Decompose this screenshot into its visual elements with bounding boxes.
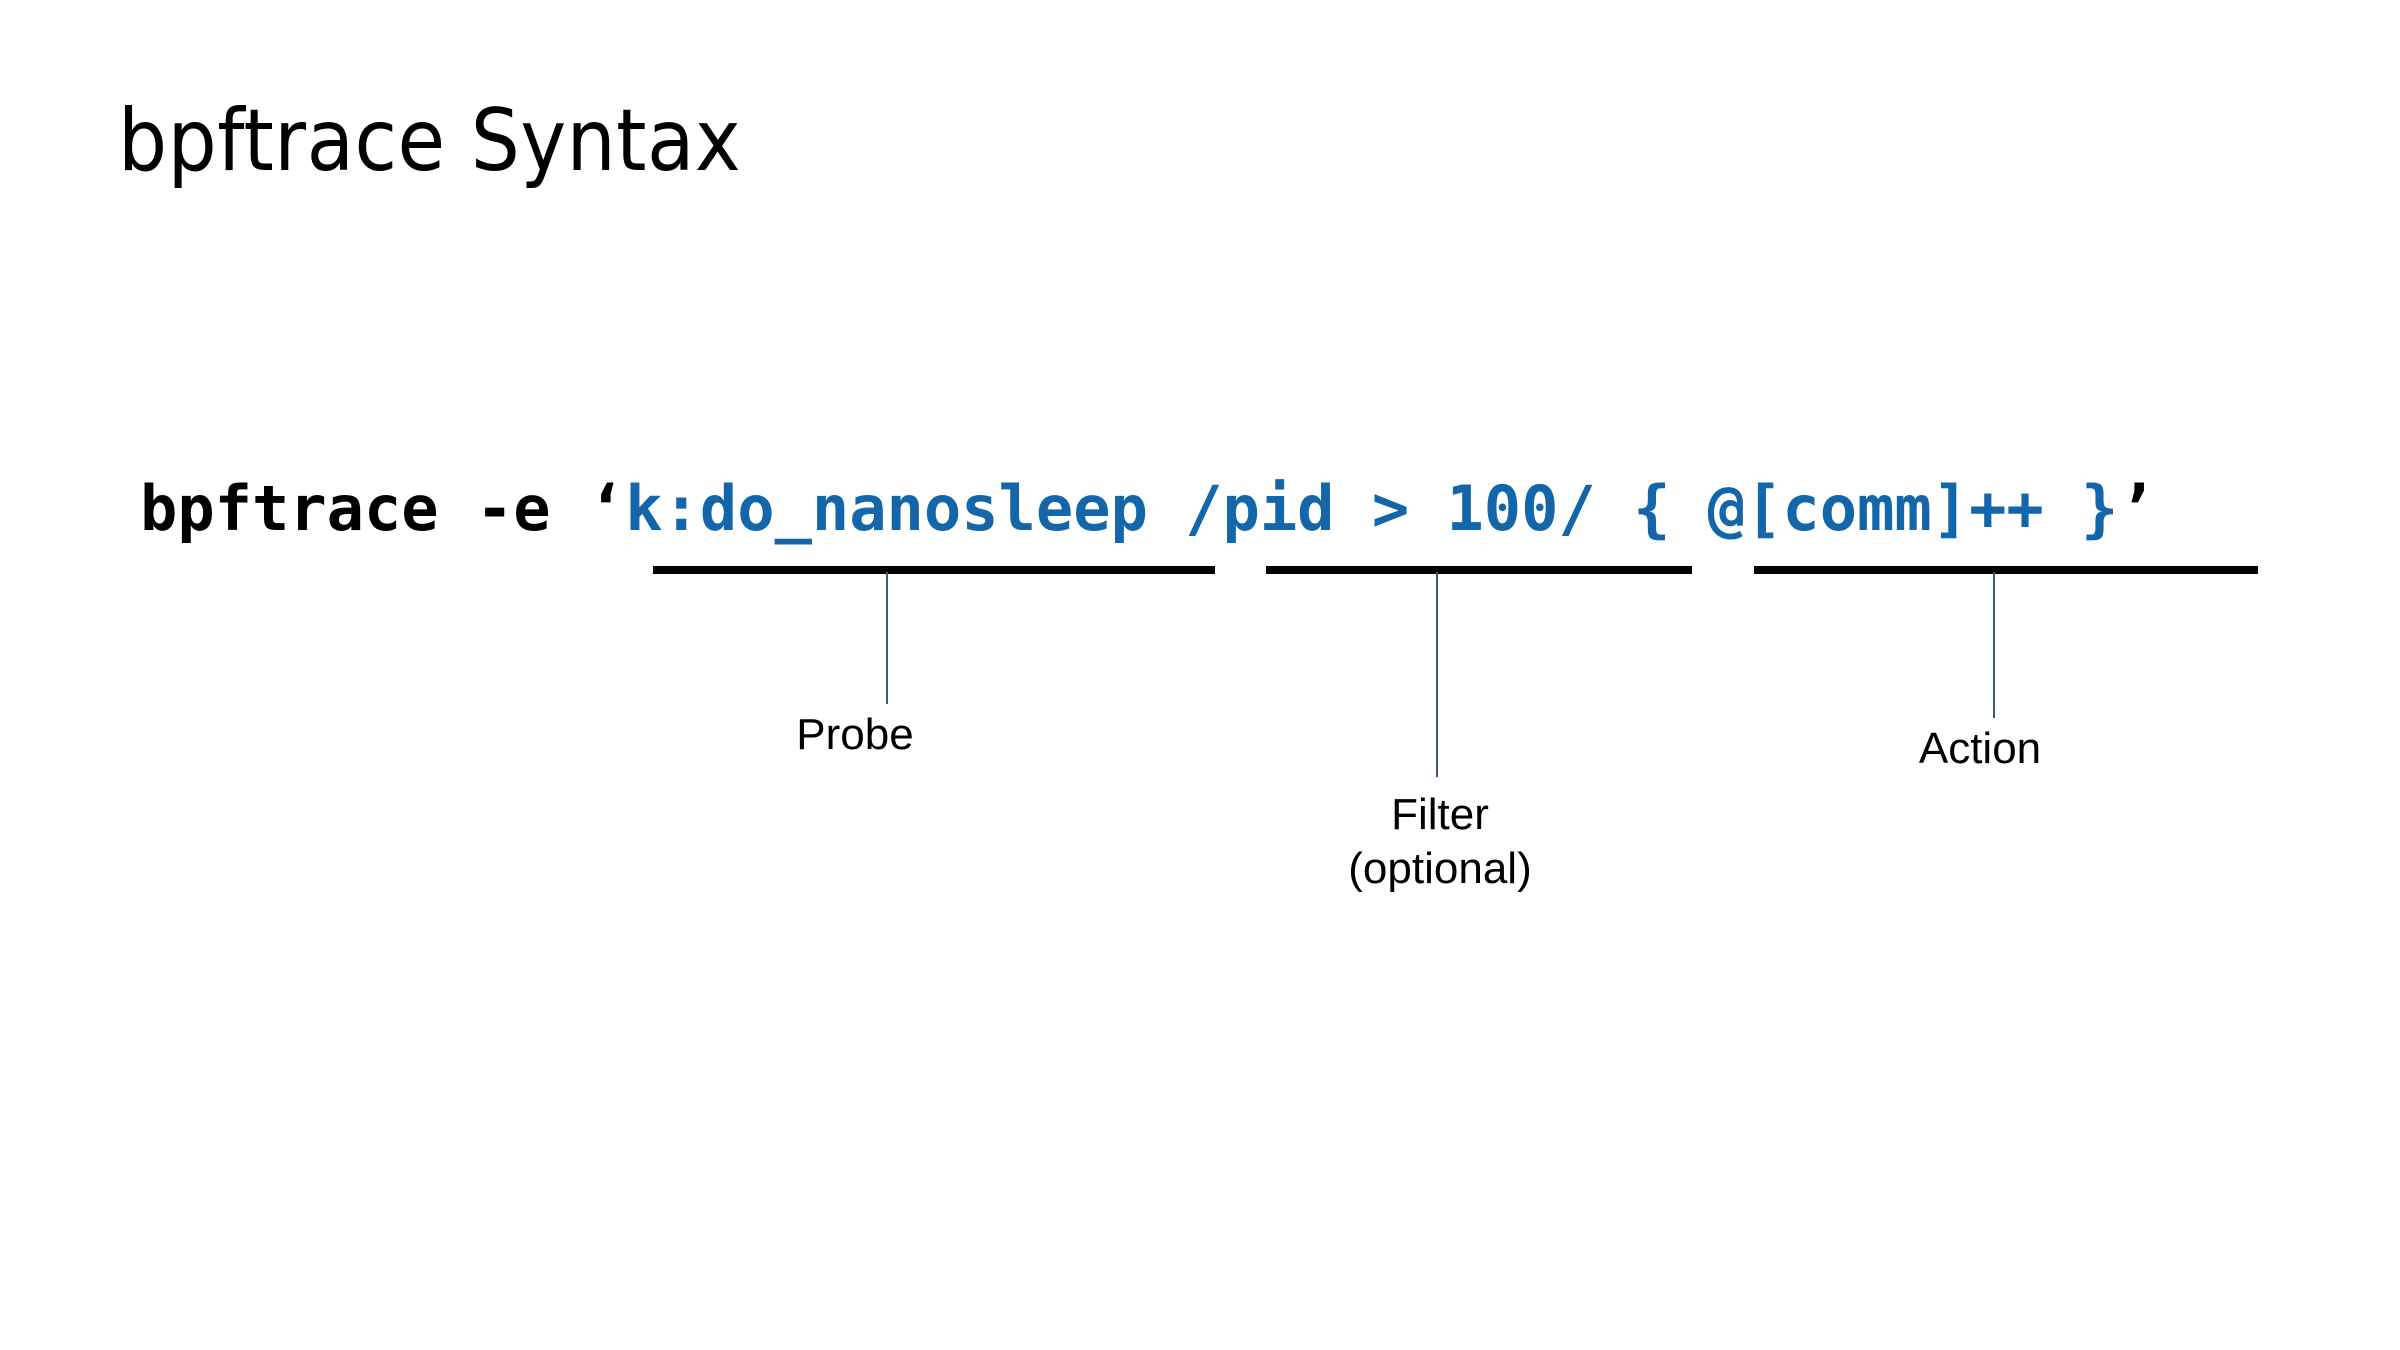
leader-line-action [1993, 572, 1995, 718]
underline-bar-probe [653, 566, 1215, 574]
code-token-action: { @[comm]++ } [1633, 472, 2119, 545]
page-title: bpftrace Syntax [118, 90, 742, 191]
code-token-space-1 [1148, 472, 1185, 545]
leader-line-filter [1436, 572, 1438, 777]
underline-bar-action [1754, 566, 2258, 574]
code-token-probe: k:do_nanosleep [625, 472, 1148, 545]
code-token-space-2 [1596, 472, 1633, 545]
code-token-filter: /pid > 100/ [1185, 472, 1596, 545]
callout-label-action: Action [1918, 724, 2042, 773]
callout-label-probe: Probe [796, 710, 914, 759]
leader-line-probe [886, 572, 888, 704]
code-token-close-quote: ’ [2118, 472, 2156, 545]
code-token-open-quote: ‘ [587, 472, 626, 545]
code-token-command: bpftrace -e [140, 472, 588, 545]
underline-bar-filter [1266, 566, 1692, 574]
code-snippet: bpftrace -e ‘k:do_nanosleep /pid > 100/ … [140, 478, 2156, 540]
callout-label-filter: Filter (optional) [1348, 790, 1532, 893]
